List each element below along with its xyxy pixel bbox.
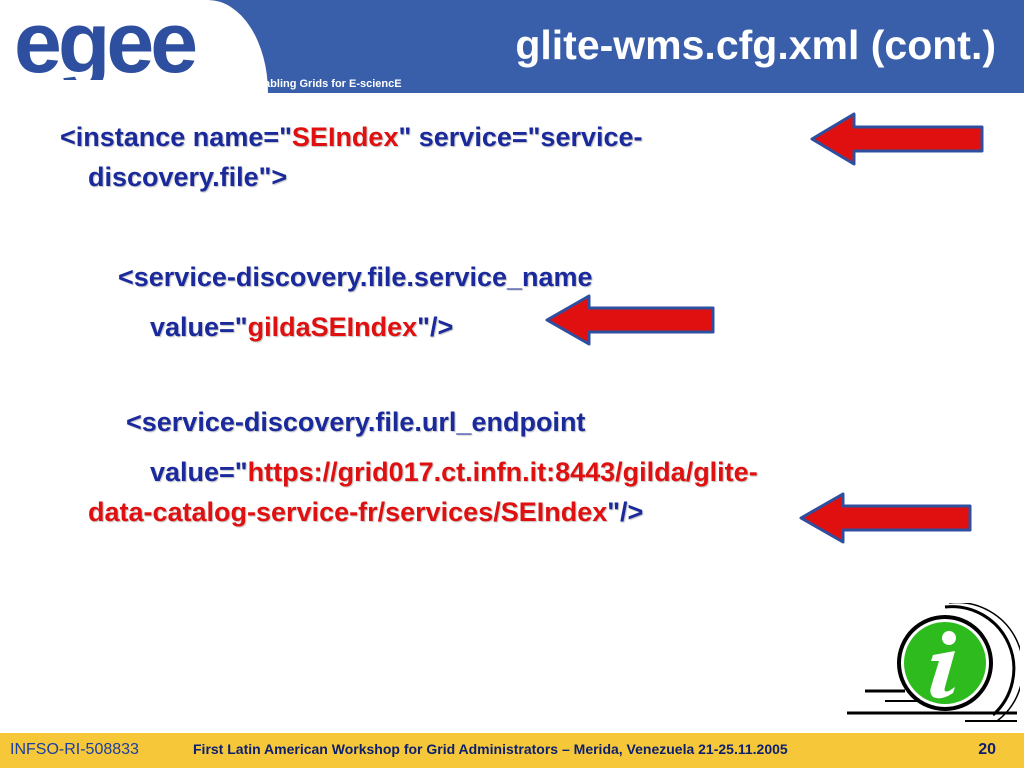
highlight-seindex: SEIndex [291, 122, 399, 152]
info-icon-wrap [845, 601, 1024, 738]
highlight-url-cont: data-catalog-service-fr/services/SEIndex [88, 497, 608, 527]
xml-line-url-cont: data-catalog-service-fr/services/SEIndex… [88, 497, 643, 528]
xml-text: value=" [150, 312, 248, 342]
xml-text: "/> [607, 497, 644, 527]
slide-footer: INFSO-RI-508833 First Latin American Wor… [0, 733, 1024, 768]
xml-text: " service="service- [398, 122, 643, 152]
arrow-left-icon [799, 492, 972, 544]
xml-line-value-2: value="https://grid017.ct.infn.it:8443/g… [150, 457, 758, 488]
egee-logo: egee [14, 10, 199, 80]
xml-line-url-endpoint: <service-discovery.file.url_endpoint [126, 407, 586, 437]
slide-header: egee Enabling Grids for E-sciencE glite-… [0, 0, 1024, 93]
xml-line-instance: <instance name="SEIndex" service="servic… [60, 122, 643, 153]
arrow-left-icon [810, 112, 984, 166]
xml-text: value=" [150, 457, 248, 487]
footer-workshop: First Latin American Workshop for Grid A… [193, 741, 788, 757]
xml-line-discovery: discovery.file"> [88, 162, 288, 192]
highlight-url: https://grid017.ct.infn.it:8443/gilda/gl… [247, 457, 758, 487]
xml-line-service-name: <service-discovery.file.service_name [118, 262, 593, 292]
footer-id: INFSO-RI-508833 [10, 741, 139, 758]
xml-text: <instance name=" [60, 122, 292, 152]
highlight-gildaseindex: gildaSEIndex [247, 312, 418, 342]
slide-content: <instance name="SEIndex" service="servic… [60, 112, 984, 544]
page-title: glite-wms.cfg.xml (cont.) [515, 22, 996, 68]
logo-text: egee [14, 10, 195, 80]
tagline: Enabling Grids for E-sciencE [250, 78, 402, 90]
arrow-left-icon [545, 294, 715, 346]
info-icon [847, 601, 1024, 722]
xml-line-value-1: value="gildaSEIndex"/> [150, 312, 453, 343]
logo-panel: egee [0, 0, 268, 93]
xml-text: "/> [417, 312, 454, 342]
page-number: 20 [978, 741, 996, 758]
